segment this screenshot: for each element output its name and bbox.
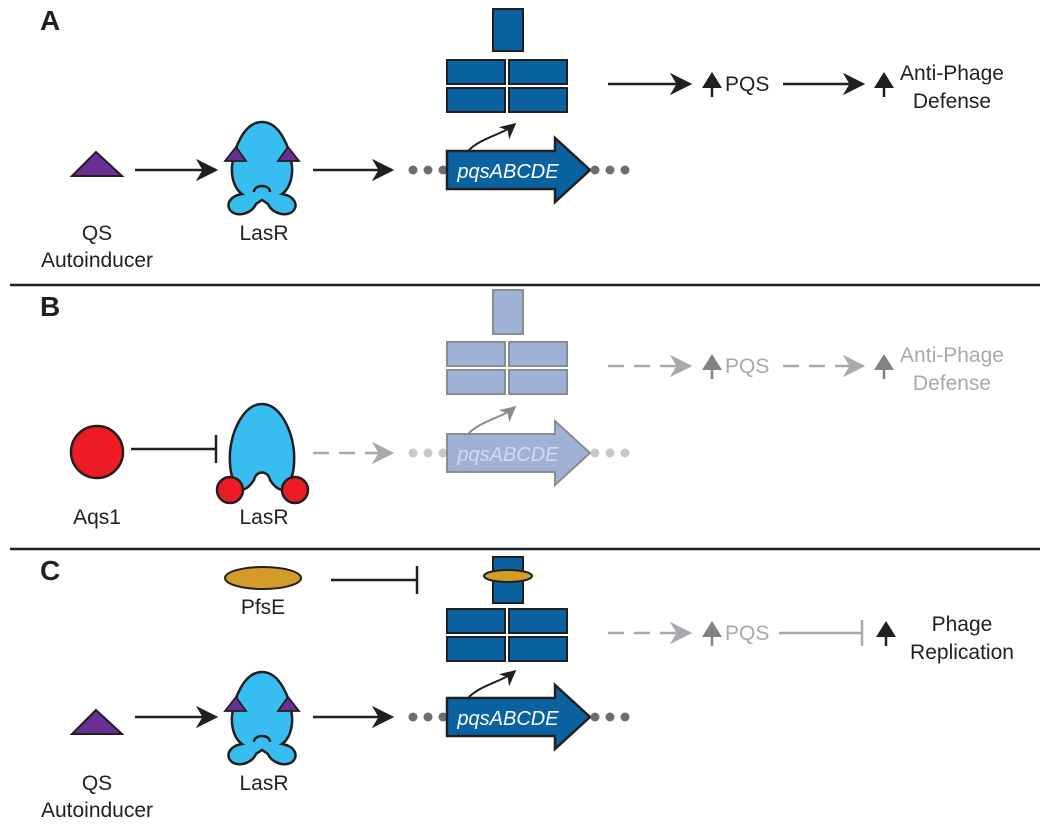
aqs1-protein-icon bbox=[69, 424, 125, 480]
pqs-operon-label: pqsABCDE bbox=[456, 444, 559, 466]
qs-autoinducer-label-line2: Autoinducer bbox=[41, 799, 153, 822]
panel-c: C PfsE PQS Phage Replication QS Auto bbox=[40, 555, 1014, 822]
panel-a-letter: A bbox=[40, 5, 60, 36]
lasr-receptor bbox=[215, 402, 310, 505]
increase-up-arrow-icon bbox=[702, 621, 722, 646]
pfse-bound-icon bbox=[483, 569, 533, 583]
panel-b: B Aqs1 LasR pqsABCDE bbox=[40, 289, 1004, 529]
increase-up-arrow-icon bbox=[702, 72, 722, 97]
lasr-receptor bbox=[223, 120, 301, 216]
outcome-label-line2: Defense bbox=[913, 372, 991, 395]
dna-dots-right bbox=[590, 712, 630, 722]
pqs-operon-label: pqsABCDE bbox=[456, 708, 559, 730]
pqs-label: PQS bbox=[725, 73, 769, 96]
pqs-enzyme-complex bbox=[446, 8, 568, 113]
panel-a: A QS Autoinducer LasR pqsABCDE bbox=[40, 5, 1004, 272]
qs-autoinducer-icon bbox=[69, 708, 125, 735]
pqs-enzyme-complex bbox=[446, 289, 568, 395]
pqs-label: PQS bbox=[725, 622, 769, 645]
pfse-label: PfsE bbox=[241, 596, 285, 619]
qs-autoinducer-label-line2: Autoinducer bbox=[41, 249, 153, 272]
increase-up-arrow-icon bbox=[702, 354, 722, 379]
outcome-label-line1: Phage bbox=[932, 613, 993, 636]
translation-arrow bbox=[467, 405, 517, 435]
dna-dots-left bbox=[408, 448, 448, 458]
lasr-receptor bbox=[223, 670, 301, 766]
lasr-label: LasR bbox=[239, 222, 288, 245]
panel-b-letter: B bbox=[40, 291, 60, 322]
pqs-label: PQS bbox=[725, 355, 769, 378]
outcome-label-line2: Defense bbox=[913, 90, 991, 113]
increase-up-arrow-icon bbox=[874, 72, 894, 97]
pqs-operon-arrow bbox=[445, 135, 592, 205]
dna-dots-right bbox=[590, 448, 630, 458]
translation-arrow bbox=[467, 669, 517, 699]
pqs-enzyme-complex bbox=[446, 556, 568, 662]
outcome-label-line1: Anti-Phage bbox=[900, 344, 1004, 367]
dna-dots-left bbox=[408, 165, 448, 175]
outcome-label-line2: Replication bbox=[910, 641, 1014, 664]
aqs1-label: Aqs1 bbox=[73, 506, 121, 529]
pfse-protein-icon bbox=[224, 566, 302, 590]
outcome-label-line1: Anti-Phage bbox=[900, 62, 1004, 85]
dna-dots-right bbox=[590, 165, 630, 175]
pqs-operon-arrow bbox=[446, 418, 592, 488]
translation-arrow bbox=[467, 122, 517, 152]
dna-dots-left bbox=[408, 712, 448, 722]
lasr-label: LasR bbox=[239, 772, 288, 795]
qs-autoinducer-label-line1: QS bbox=[82, 222, 112, 245]
lasr-label: LasR bbox=[239, 506, 288, 529]
panel-c-letter: C bbox=[40, 555, 60, 586]
increase-up-arrow-icon bbox=[876, 621, 896, 646]
pqs-operon-arrow bbox=[445, 682, 592, 752]
pqs-operon-label: pqsABCDE bbox=[456, 161, 559, 183]
qs-autoinducer-icon bbox=[69, 150, 125, 177]
increase-up-arrow-icon bbox=[874, 354, 894, 379]
qs-autoinducer-label-line1: QS bbox=[82, 772, 112, 795]
